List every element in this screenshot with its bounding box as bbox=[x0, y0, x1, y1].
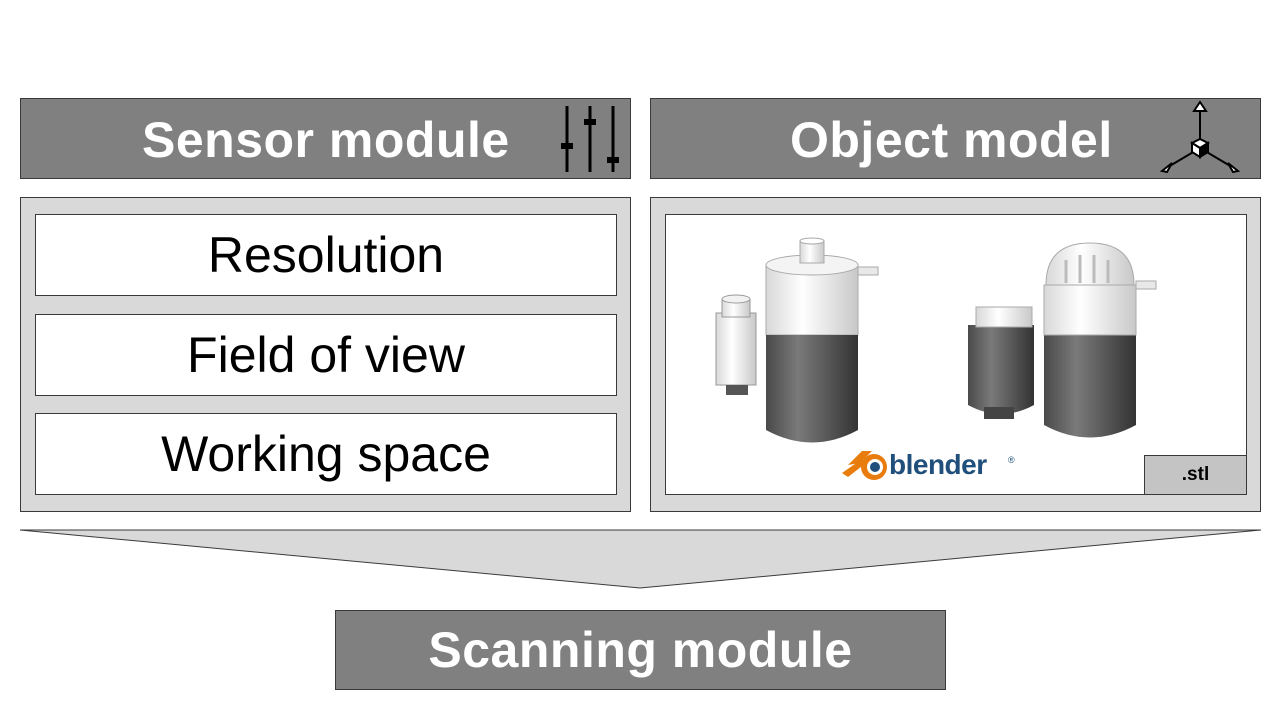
sliders-icon bbox=[561, 106, 619, 172]
3d-axes-icon bbox=[1159, 100, 1241, 174]
sensor-module-header: Sensor module bbox=[20, 98, 631, 179]
field-of-view-item: Field of view bbox=[35, 314, 617, 396]
scanning-module-box: Scanning module bbox=[335, 610, 946, 690]
right-object bbox=[968, 242, 1157, 438]
merge-arrow bbox=[19, 529, 1262, 589]
left-object bbox=[715, 237, 879, 443]
object-model-header: Object model bbox=[650, 98, 1261, 179]
blender-logo-icon bbox=[842, 451, 887, 480]
sensor-module-title: Sensor module bbox=[142, 112, 510, 168]
blender-logo-text: blender bbox=[889, 449, 987, 480]
object-model-title: Object model bbox=[790, 112, 1113, 168]
resolution-item: Resolution bbox=[35, 214, 617, 296]
blender-trademark: ® bbox=[1008, 455, 1015, 465]
object-models-image bbox=[715, 237, 1157, 480]
file-format-label: .stl bbox=[1144, 455, 1246, 494]
scanning-module-title: Scanning module bbox=[428, 622, 853, 678]
sensor-module-panel: Resolution Field of view Working space bbox=[20, 197, 631, 512]
object-model-panel: blender ® .stl bbox=[650, 197, 1261, 512]
object-model-render: blender ® .stl bbox=[665, 214, 1247, 495]
working-space-item: Working space bbox=[35, 413, 617, 495]
